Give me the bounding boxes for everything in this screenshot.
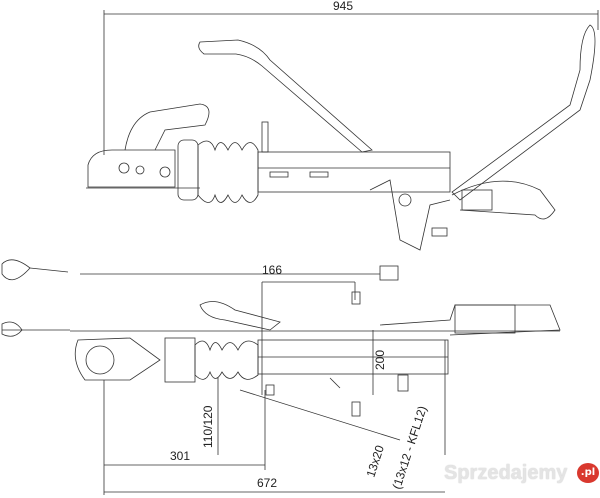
- cable-hook: [1, 259, 31, 281]
- coupling-handle-plan: [199, 301, 281, 331]
- dim-label-bolt-size-alt: (13x12 - KFL12): [390, 404, 430, 491]
- coupling-head: [87, 149, 176, 188]
- dim-label-bolt-spacing: 110/120: [201, 405, 215, 448]
- watermark-badge: .pl: [577, 463, 599, 483]
- dim-label-672: 672: [257, 476, 277, 490]
- cable-hook-plan: [1, 321, 23, 337]
- dim-label-bolt-size: 13x20: [364, 443, 388, 479]
- dim-label-200: 200: [373, 350, 387, 370]
- dim-label-166: 166: [262, 263, 282, 277]
- hand-brake-lever: [451, 24, 596, 201]
- dim-label-301: 301: [170, 449, 190, 463]
- dim-label-945: 945: [333, 0, 353, 13]
- side-view: [1, 10, 599, 281]
- drawbar-body: [257, 151, 451, 193]
- coupling-handle: [124, 103, 210, 151]
- damper-ring: [177, 139, 199, 201]
- plan-view: [1, 281, 561, 495]
- coupling-head-plan: [74, 337, 161, 381]
- leader-13x20: [239, 389, 401, 441]
- lever-plan: [379, 304, 561, 336]
- bellows: [197, 140, 259, 203]
- bellows-plan: [194, 340, 259, 380]
- hand-brake-lever-raised: [198, 39, 373, 153]
- watermark: Sprzedajemy: [444, 462, 568, 484]
